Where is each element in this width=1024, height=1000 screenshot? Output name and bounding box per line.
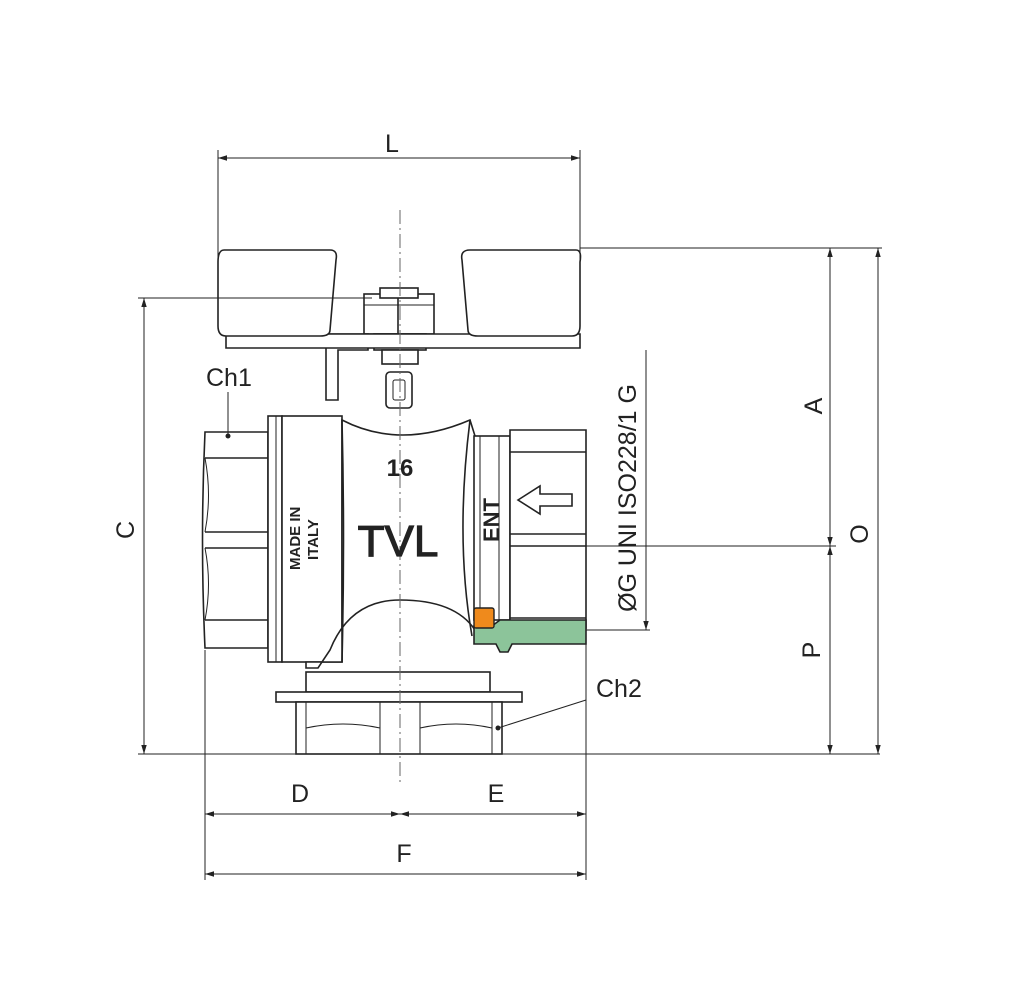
- dimension-lines: [138, 150, 882, 880]
- brand-mark: TVL: [358, 517, 439, 566]
- left-hex-nut: [201, 431, 269, 649]
- central-body: [305, 418, 476, 669]
- right-neck: [473, 435, 511, 621]
- valve-body: [201, 249, 587, 755]
- dim-label-thread: ØG UNI ISO228/1 G: [614, 384, 642, 612]
- body-markings: 16 TVL MADE IN ITALY ENT: [287, 455, 573, 570]
- flow-arrow-icon: [516, 484, 573, 516]
- ent-mark: ENT: [479, 497, 504, 542]
- origin-mark-line1: MADE IN: [287, 507, 304, 570]
- dim-label-L: L: [385, 130, 399, 158]
- dim-label-D: D: [291, 780, 309, 808]
- size-mark: 16: [387, 455, 414, 482]
- dimension-labels: L C A O P ØG UNI ISO228/1 G D E F Ch1 Ch…: [112, 130, 874, 868]
- left-collar: [267, 415, 343, 663]
- origin-mark-line2: ITALY: [305, 519, 322, 560]
- dim-label-A: A: [800, 397, 828, 414]
- drain-tail: [473, 607, 587, 653]
- orange-seal: [473, 607, 495, 629]
- dim-label-F: F: [396, 840, 411, 868]
- dim-label-P: P: [798, 642, 826, 659]
- dim-label-O: O: [846, 524, 874, 543]
- bottom-outlet: [275, 671, 523, 755]
- right-hex-nut: [509, 429, 587, 629]
- callout-ch1: Ch1: [206, 364, 252, 392]
- dim-label-C: C: [112, 521, 140, 539]
- dim-label-E: E: [488, 780, 505, 808]
- callout-ch2: Ch2: [596, 675, 642, 703]
- butterfly-handle: [217, 249, 582, 349]
